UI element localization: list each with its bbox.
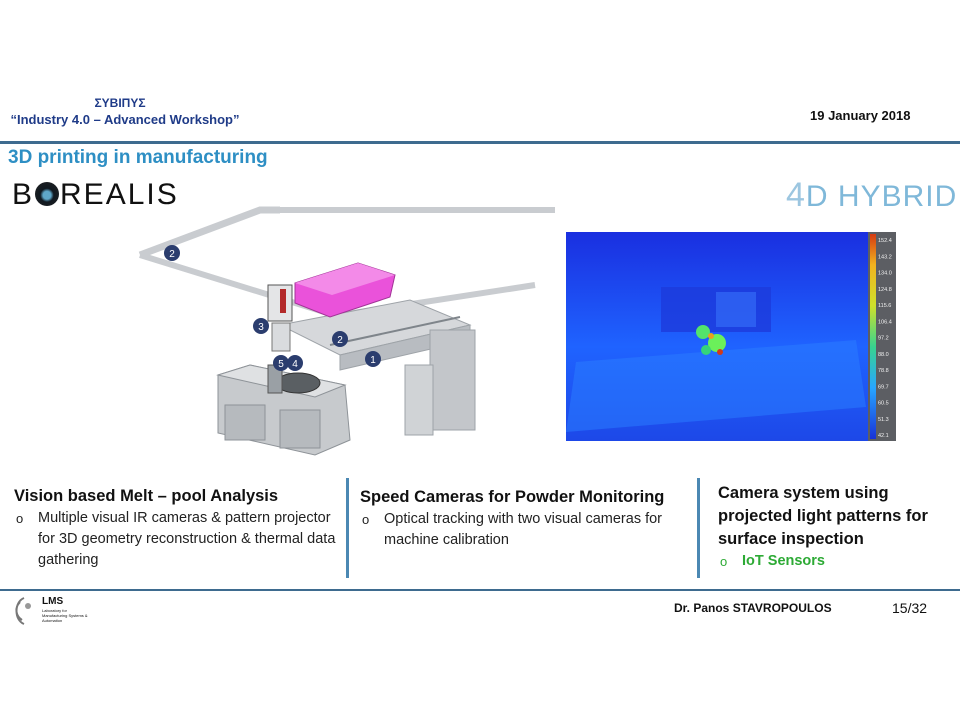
nozzle-region — [716, 292, 756, 327]
temperature-scale-label: 88.0 — [878, 352, 889, 358]
temperature-scale-labels: 152.4 143.2 134.0 124.8 115.6 106.4 97.2 88.0 78… — [878, 238, 892, 439]
callout-badge: 4 — [287, 355, 303, 371]
thermal-camera-image: 152.4 143.2 134.0 124.8 115.6 106.4 97.2 88.0 78… — [566, 232, 896, 441]
column-bullet: IoT Sensors — [718, 551, 958, 572]
column-heading: Speed Cameras for Powder Monitoring — [360, 488, 665, 506]
base-block — [224, 404, 266, 441]
pipe-segment — [138, 206, 280, 259]
camera-mount — [271, 322, 291, 352]
printhead-housing-top — [295, 263, 395, 295]
callout-badge: 3 — [253, 318, 269, 334]
temperature-scale-label: 69.7 — [878, 384, 889, 390]
temperature-scale-label: 78.8 — [878, 368, 889, 374]
column-divider — [346, 478, 349, 578]
temperature-scale-label: 97.2 — [878, 336, 889, 342]
temperature-scale-label: 106.4 — [878, 319, 892, 325]
lms-logo-icon — [15, 597, 31, 625]
header-organization: ΣΥΒΙΠΥΣ — [94, 96, 146, 110]
page-number: 15/32 — [892, 600, 928, 616]
borealis-logo-b: B — [12, 178, 35, 211]
machine-illustration: 2 3 2 1 5 4 — [138, 206, 555, 456]
slide-title: 3D printing in manufacturing — [8, 147, 268, 168]
callout-label: 2 — [169, 249, 175, 260]
column-heading: Camera system using projected light patt… — [718, 484, 928, 548]
callout-label: 4 — [292, 359, 298, 370]
temperature-scale-bar — [870, 234, 876, 439]
4d-hybrid-logo: 4D HYBRID — [786, 176, 957, 215]
column-bullet: Multiple visual IR cameras & pattern pro… — [14, 508, 349, 571]
callout-badge: 2 — [332, 331, 348, 347]
column-divider — [697, 478, 700, 578]
gantry-leg — [429, 329, 476, 431]
lms-fullname: Laboratory for Manufacturing Systems & A… — [42, 608, 88, 623]
powder-bed — [275, 372, 321, 394]
melt-pool-hotspot — [696, 325, 726, 355]
temperature-scale-label: 42.1 — [878, 433, 889, 439]
rail-line — [329, 316, 461, 346]
footer-author: Dr. Panos STAVROPOULOS — [674, 601, 832, 615]
temperature-scale-label: 124.8 — [878, 287, 892, 293]
borealis-logo: B REALIS — [12, 178, 179, 212]
column-camera-system: Camera system using projected light patt… — [718, 482, 958, 572]
callout-badge: 5 — [273, 355, 289, 371]
lms-label: LMS — [42, 596, 64, 607]
temperature-scale-label: 143.2 — [878, 254, 892, 260]
gantry-leg — [404, 364, 434, 436]
4d-logo-prefix: 4 — [786, 176, 806, 214]
borealis-eye-icon — [35, 182, 60, 206]
header-date: 19 January 2018 — [810, 108, 911, 123]
temperature-scale-label: 51.3 — [878, 417, 889, 423]
build-plate — [566, 340, 866, 432]
column-speed-cameras: Speed Cameras for Powder Monitoring Opti… — [360, 486, 695, 551]
callout-label: 2 — [337, 335, 343, 346]
callout-badge: 2 — [164, 245, 180, 261]
callout-label: 5 — [278, 359, 284, 370]
callout-badge: 1 — [365, 351, 381, 367]
callout-label: 3 — [258, 322, 264, 333]
4d-logo-rest: D HYBRID — [805, 180, 958, 213]
header-divider — [0, 141, 960, 144]
header-workshop-title: “Industry 4.0 – Advanced Workshop” — [10, 112, 240, 127]
column-melt-pool: Vision based Melt – pool Analysis Multip… — [14, 485, 349, 571]
temperature-scale-label: 134.0 — [878, 271, 892, 277]
borealis-logo-rest: REALIS — [60, 178, 179, 211]
callout-label: 1 — [370, 355, 376, 366]
column-heading: Vision based Melt – pool Analysis — [14, 487, 279, 505]
temperature-scale-label: 115.6 — [878, 303, 891, 309]
footer-divider — [0, 589, 960, 591]
temperature-scale-label: 60.5 — [878, 401, 889, 407]
camera-lens — [280, 289, 286, 313]
column-bullet: Optical tracking with two visual cameras… — [360, 509, 695, 551]
base-block — [279, 409, 321, 449]
temperature-scale-label: 152.4 — [878, 238, 892, 244]
